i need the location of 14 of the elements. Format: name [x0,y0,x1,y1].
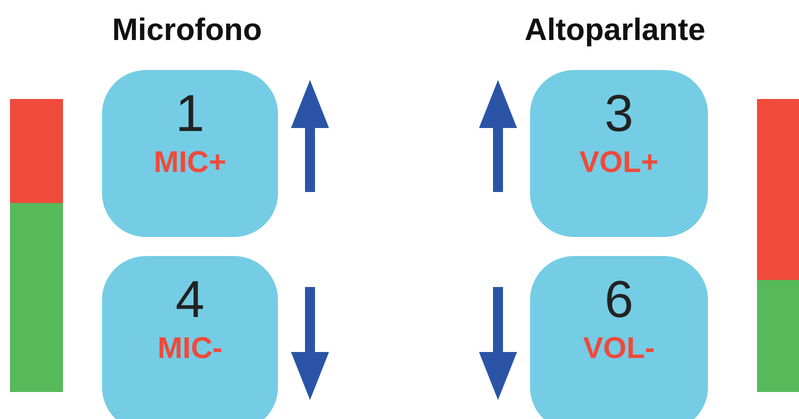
section-heading: Microfono [112,12,262,48]
key-function-label: MIC+ [154,148,226,178]
button-key [530,256,708,419]
button-key [102,70,278,237]
key-number: 4 [176,274,204,326]
key-function-label: MIC- [158,334,222,364]
button-key [102,256,278,419]
key-function-label: VOL+ [579,148,659,178]
key-number: 1 [176,88,204,140]
key-function-label: VOL- [583,334,655,364]
key-number: 3 [604,88,634,140]
button-key [530,70,708,237]
key-number: 6 [604,274,634,326]
section-heading: Altoparlante [524,12,706,48]
